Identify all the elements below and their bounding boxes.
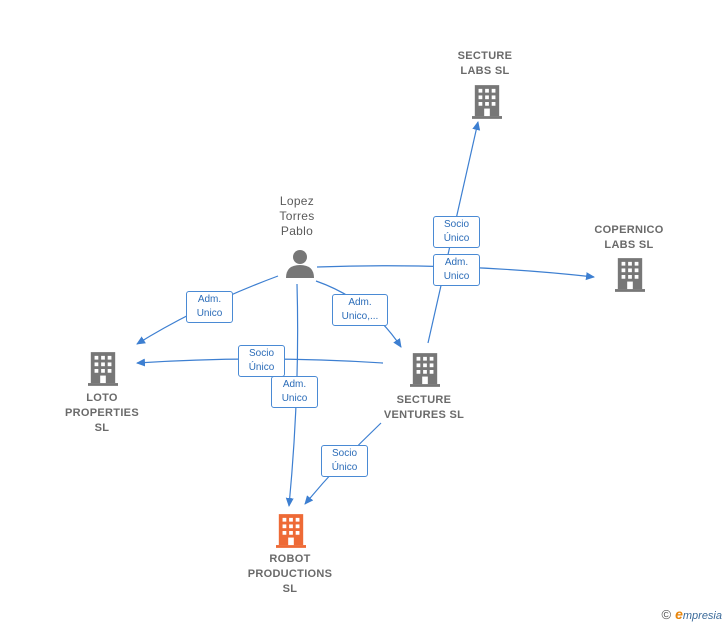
- edge-label-line: Adm.: [348, 297, 372, 308]
- edge-label-line: Socio: [248, 348, 274, 359]
- edge-label-line: Único: [331, 462, 358, 473]
- copernico-labs-building-icon[interactable]: [615, 258, 645, 292]
- node-label-copernico-labs[interactable]: COPERNICO LABS SL: [594, 224, 664, 251]
- edge-label-line: Único: [443, 233, 470, 244]
- edge-label-adm-unico[interactable]: Adm. Unico,...: [332, 294, 388, 326]
- robot-productions-building-icon[interactable]: [276, 514, 306, 548]
- copyright-icon: ©: [661, 607, 672, 622]
- edge-label-line: Socio: [443, 219, 469, 230]
- person-icon[interactable]: [286, 250, 314, 278]
- edge-label-line: Unico: [281, 393, 308, 404]
- edge-label-line: Socio: [331, 448, 357, 459]
- edge-label-socio-unico[interactable]: Socio Único: [238, 345, 285, 377]
- edge-label-line: Único: [248, 362, 275, 373]
- node-label-secture-labs[interactable]: SECTURE LABS SL: [457, 50, 513, 77]
- edge-label-socio-unico[interactable]: Socio Único: [433, 216, 480, 248]
- edge-label-adm-unico[interactable]: Adm. Unico: [186, 291, 233, 323]
- brand-logo-text: mpresia: [682, 610, 722, 622]
- node-label-loto-properties[interactable]: LOTO PROPERTIES SL: [65, 392, 139, 434]
- loto-properties-building-icon[interactable]: [88, 352, 118, 386]
- edge-label-line: Unico: [196, 308, 223, 319]
- edge-label-adm-unico[interactable]: Adm. Unico: [271, 376, 318, 408]
- edge-label-line: Adm.: [197, 294, 222, 305]
- empresia-watermark: ©empresia: [661, 606, 722, 622]
- edge-label-line: Unico: [443, 271, 470, 282]
- node-label-robot-productions[interactable]: ROBOT PRODUCTIONS SL: [247, 553, 333, 595]
- brand-logo-initial: e: [675, 606, 683, 622]
- edge-label-line: Adm.: [282, 379, 307, 390]
- edge-label-line: Adm.: [444, 257, 469, 268]
- node-label-person[interactable]: Lopez Torres Pablo: [279, 194, 315, 238]
- edge-label-line: Unico,...: [341, 311, 379, 322]
- node-label-secture-ventures[interactable]: SECTURE VENTURES SL: [383, 394, 465, 421]
- secture-ventures-building-icon[interactable]: [410, 353, 440, 387]
- edge-label-socio-unico[interactable]: Socio Único: [321, 445, 368, 477]
- edge-label-adm-unico[interactable]: Adm. Unico: [433, 254, 480, 286]
- secture-labs-building-icon[interactable]: [472, 85, 502, 119]
